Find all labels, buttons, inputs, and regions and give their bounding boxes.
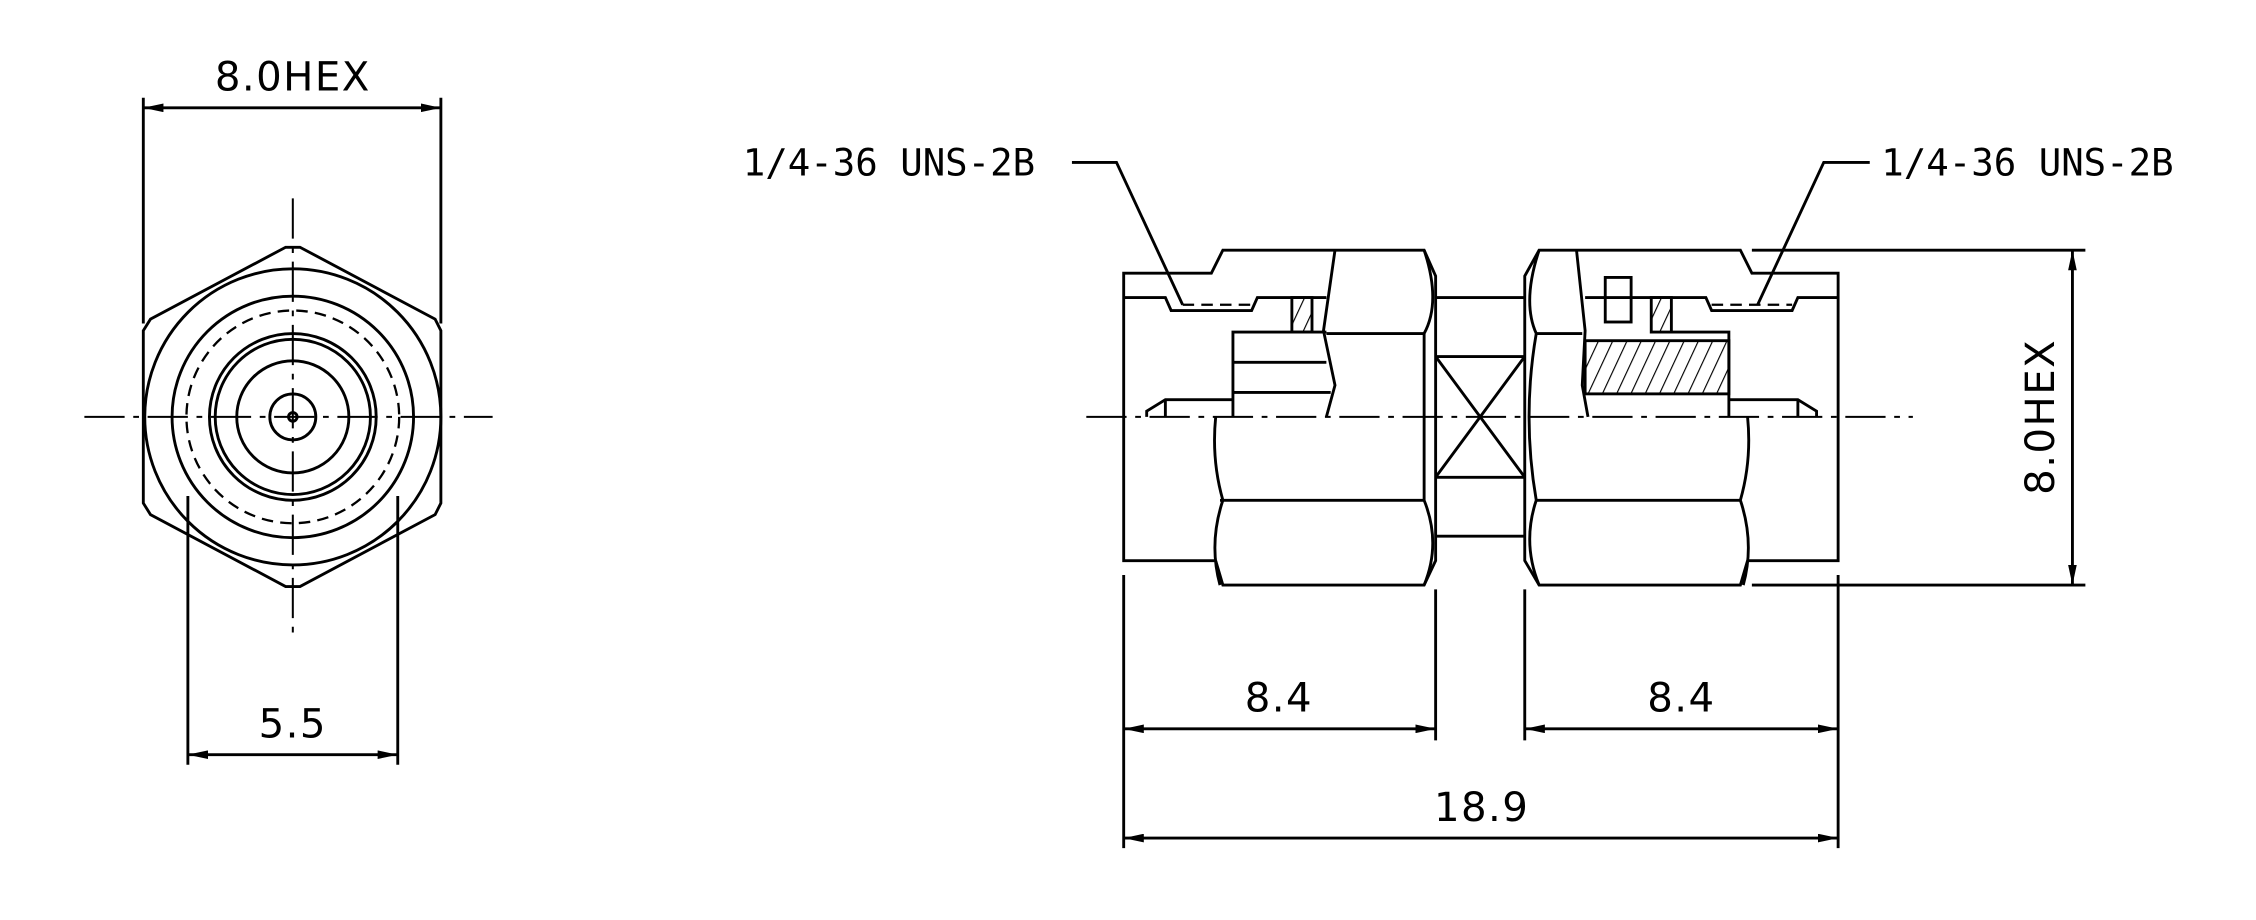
left-length-label: 8.4	[1245, 676, 1313, 722]
right-length-label: 8.4	[1647, 676, 1715, 722]
bore-dimension-label: 5.5	[259, 701, 327, 747]
thread-circle	[185, 309, 401, 525]
hex-dimension-label: 8.0HEX	[215, 55, 371, 101]
left-pin	[1145, 398, 1233, 417]
right-hatch-small	[1649, 296, 1673, 334]
hex-outline	[141, 245, 443, 588]
right-key	[1603, 276, 1633, 324]
left-hatch-small	[1290, 296, 1314, 334]
thread-leader-right	[1756, 161, 1870, 306]
thread-label-left: 1/4-36 UNS-2B	[743, 140, 1035, 184]
side-view: 1/4-36 UNS-2B 1/4-36 UNS-2B 8.0HEX 8.4 8…	[743, 140, 2174, 849]
right-pin	[1728, 398, 1818, 417]
thread-leader-left	[1071, 161, 1184, 306]
right-hatch-dielectric	[1583, 339, 1731, 396]
overall-length-label: 18.9	[1434, 785, 1529, 831]
side-hex-dimension-label: 8.0HEX	[2018, 339, 2064, 495]
thread-label-right: 1/4-36 UNS-2B	[1881, 140, 2173, 184]
front-view: 8.0HEX 5.5	[84, 55, 493, 765]
middle-section	[1434, 296, 1526, 538]
